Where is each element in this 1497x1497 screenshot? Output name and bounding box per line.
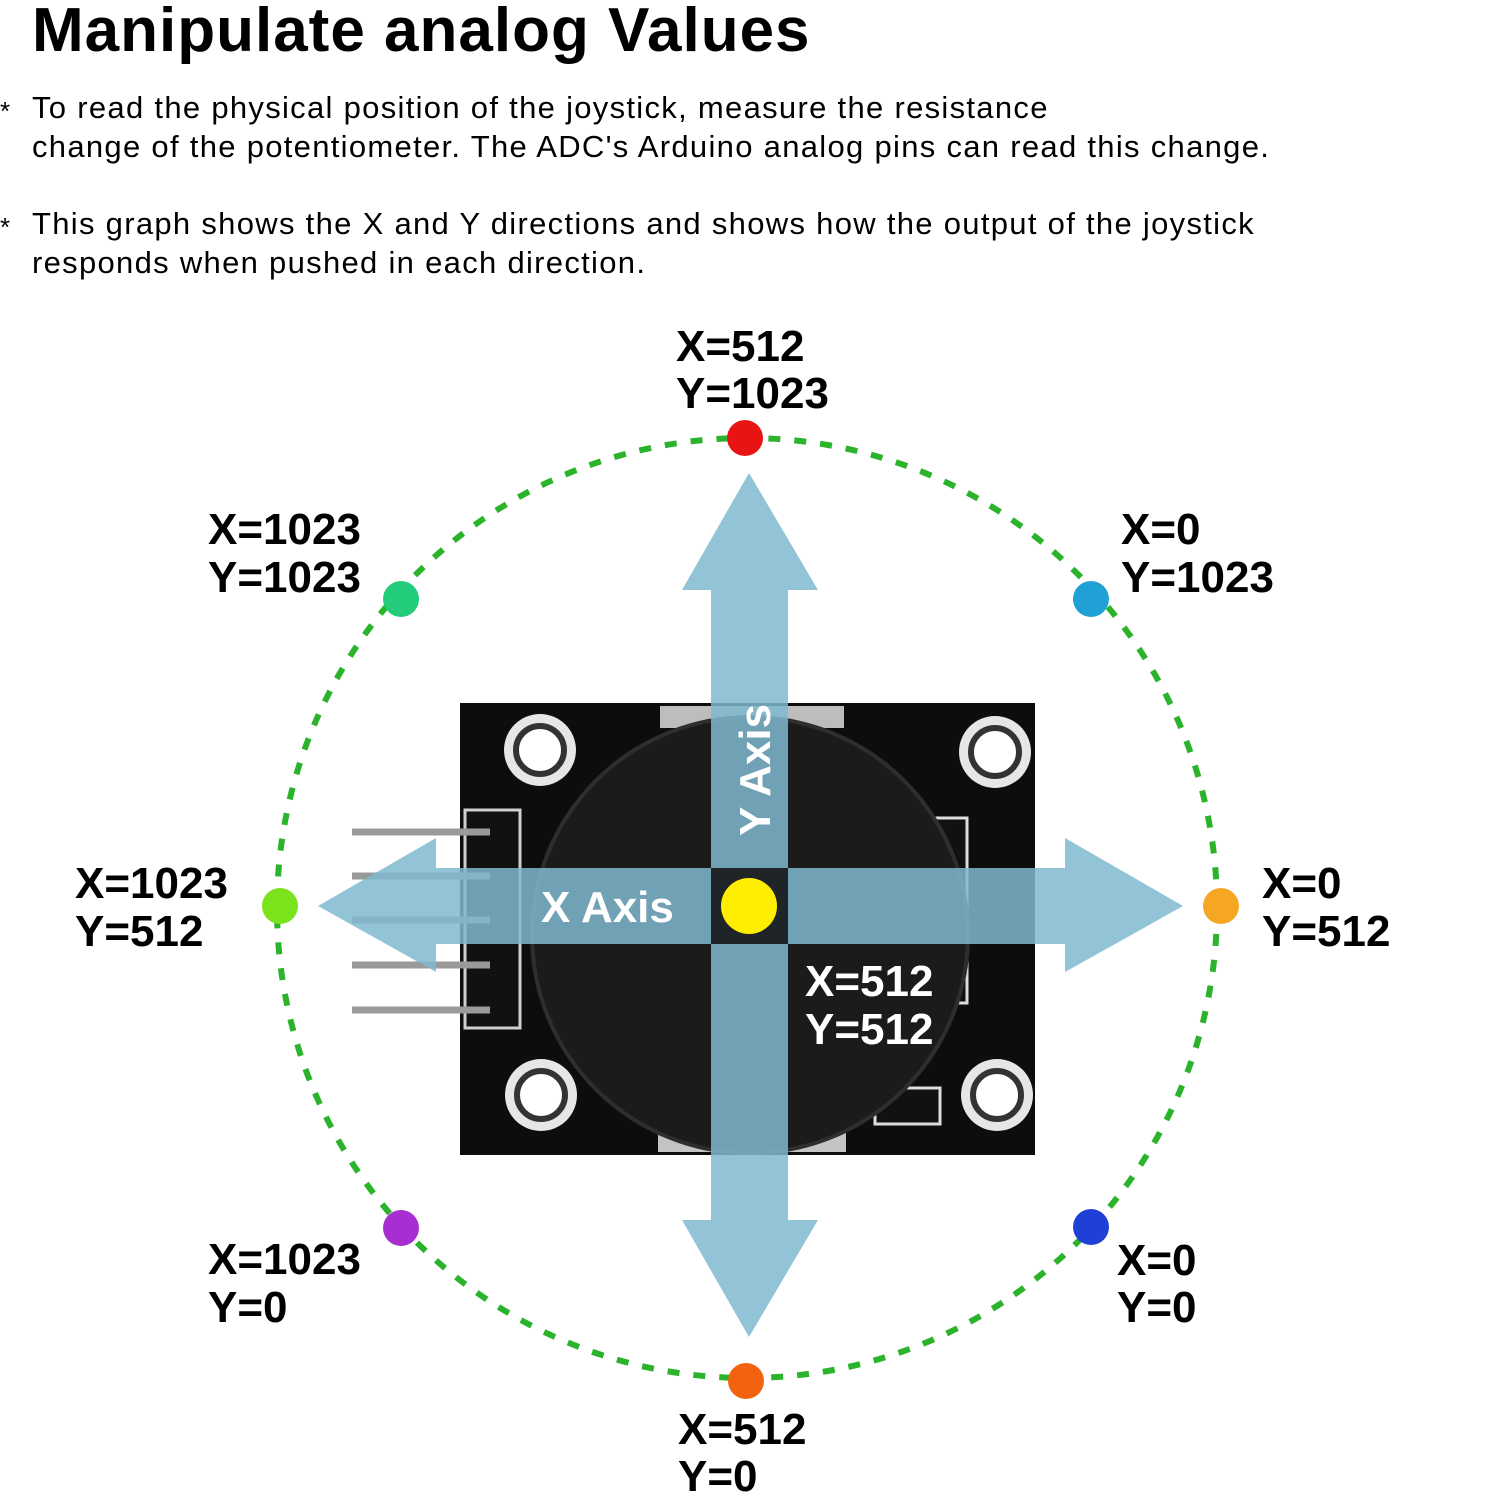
- position-dot-bottom-left: [383, 1210, 419, 1246]
- top-y-label: Y=1023: [676, 369, 829, 418]
- page-title: Manipulate analog Values: [32, 0, 811, 65]
- bullet-1-line-1: To read the physical position of the joy…: [32, 90, 1049, 125]
- bullet-2-line-2: responds when pushed in each direction.: [32, 245, 647, 280]
- y-axis-arrow: [682, 473, 818, 1337]
- top-right-x-label: X=0: [1121, 505, 1201, 554]
- position-dot-left: [262, 888, 298, 924]
- left-y-label: Y=512: [75, 907, 203, 956]
- x-axis-label: X Axis: [541, 883, 674, 932]
- bottom-left-y-label: Y=0: [208, 1283, 288, 1332]
- position-dot-right: [1203, 888, 1239, 924]
- mounting-hole: [961, 1059, 1033, 1131]
- position-dot-bottom-right: [1073, 1209, 1109, 1245]
- top-x-label: X=512: [676, 322, 804, 371]
- bullet-2-line-1: This graph shows the X and Y directions …: [32, 206, 1255, 241]
- top-right-y-label: Y=1023: [1121, 553, 1274, 602]
- mounting-hole: [505, 1059, 577, 1131]
- bottom-x-label: X=512: [678, 1405, 806, 1454]
- bottom-right-x-label: X=0: [1117, 1236, 1197, 1285]
- bullet-1-line-2: change of the potentiometer. The ADC's A…: [32, 129, 1271, 164]
- top-left-y-label: Y=1023: [208, 553, 361, 602]
- right-y-label: Y=512: [1262, 907, 1390, 956]
- left-x-label: X=1023: [75, 859, 228, 908]
- bottom-right-y-label: Y=0: [1117, 1283, 1197, 1332]
- center-dot: [721, 878, 777, 934]
- bullet-star: *: [0, 96, 12, 126]
- bullet-star: *: [0, 212, 12, 242]
- position-dot-top-left: [383, 581, 419, 617]
- center-x-label: X=512: [805, 957, 933, 1006]
- right-x-label: X=0: [1262, 859, 1342, 908]
- position-dot-top: [727, 420, 763, 456]
- bottom-left-x-label: X=1023: [208, 1235, 361, 1284]
- mounting-hole: [959, 716, 1031, 788]
- center-y-label: Y=512: [805, 1005, 933, 1054]
- mounting-hole: [504, 714, 576, 786]
- top-left-x-label: X=1023: [208, 505, 361, 554]
- y-axis-label: Y Axis: [731, 704, 780, 836]
- position-dot-bottom: [728, 1363, 764, 1399]
- position-dot-top-right: [1073, 581, 1109, 617]
- bottom-y-label: Y=0: [678, 1452, 758, 1497]
